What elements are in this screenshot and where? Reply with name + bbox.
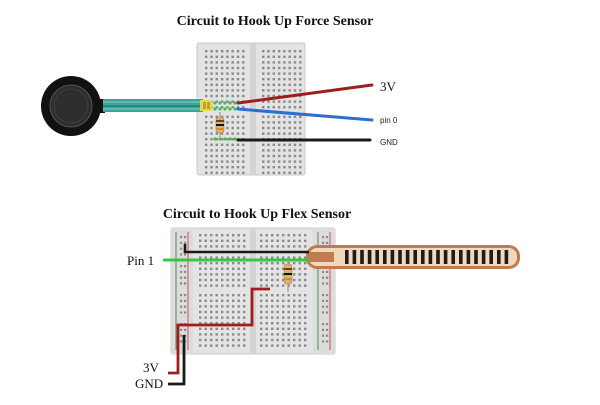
flex-breadboard-holes-right	[260, 234, 307, 347]
force-resistor	[215, 112, 225, 139]
flex-sensor-title: Circuit to Hook Up Flex Sensor	[163, 207, 351, 222]
flex-resistor	[283, 258, 293, 292]
force-gnd-label: GND	[380, 138, 398, 147]
flex-breadboard-holes-left	[199, 234, 246, 347]
flex-3v-wire	[168, 287, 270, 375]
force-sensor-cable	[103, 99, 212, 112]
flex-3v-label: 3V	[143, 360, 160, 375]
flex-gnd-wire	[168, 335, 186, 386]
force-pin-label: pin 0	[380, 116, 398, 125]
force-sensor	[41, 76, 105, 136]
force-3v-label: 3V	[380, 79, 397, 94]
force-pin0-wire	[236, 107, 374, 122]
flex-top-black-wire	[183, 244, 309, 254]
force-3v-wire	[236, 83, 374, 105]
flex-pin-label: Pin 1	[127, 253, 154, 268]
force-sensor-title: Circuit to Hook Up Force Sensor	[177, 14, 374, 29]
force-connection-dots	[213, 101, 237, 141]
flex-sensor	[306, 245, 520, 269]
flex-gnd-label: GND	[135, 376, 163, 391]
flex-sensor-segments	[345, 250, 509, 264]
